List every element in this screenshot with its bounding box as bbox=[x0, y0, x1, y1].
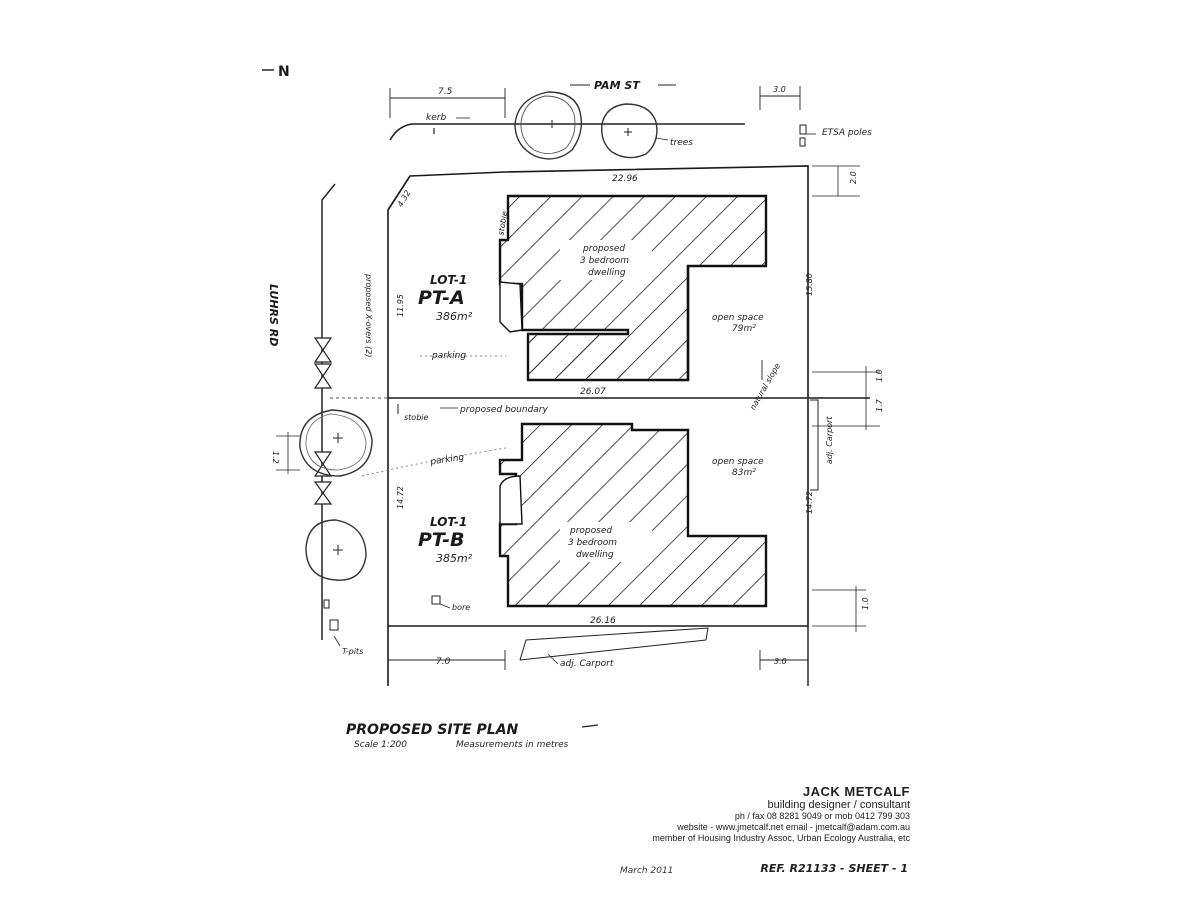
lot-b-left-dimension: 14.72 bbox=[396, 486, 405, 509]
lot-b-area: 385m² bbox=[436, 552, 473, 565]
lot-b-name: PT-B bbox=[418, 529, 464, 551]
right-gap-top-dimension: 2.0 bbox=[812, 165, 860, 197]
adj-carport-bottom: adj. Carport bbox=[519, 627, 709, 669]
designer-role: building designer / consultant bbox=[767, 799, 910, 811]
plan-scale: Scale 1:200 bbox=[354, 740, 407, 750]
top-setback-text: 7.5 bbox=[438, 87, 453, 97]
right-mid-dimensions: 1.0 1.7 bbox=[812, 366, 884, 430]
bottom-width-dimension: 26.16 bbox=[590, 616, 616, 626]
adj-carport-right: adj. Carport bbox=[810, 399, 834, 491]
street-trees: trees bbox=[514, 91, 693, 160]
top-width-dimension: 22.96 bbox=[612, 174, 638, 184]
natural-slope-label: natural slope bbox=[748, 362, 782, 412]
lot-a-label: LOT-1 PT-A 386m² open space 79m² parking… bbox=[396, 273, 814, 361]
bore: bore bbox=[431, 595, 470, 612]
proposed-boundary: 26.07 proposed boundary stobie bbox=[330, 387, 870, 422]
plan-title-block: PROPOSED SITE PLAN Scale 1:200 Measureme… bbox=[346, 722, 599, 750]
etsa-label: ETSA poles bbox=[822, 128, 872, 138]
lot-b-right-dimension: 14.72 bbox=[805, 491, 814, 514]
t-pits-label: T-pits bbox=[342, 647, 363, 656]
bore-label: bore bbox=[452, 603, 470, 612]
lot-a-dwelling-line1: proposed bbox=[582, 244, 625, 254]
stobie-top-label: stobie bbox=[496, 210, 509, 236]
plan-title: PROPOSED SITE PLAN bbox=[346, 722, 519, 738]
corner-cut-dimension: 4.32 bbox=[396, 189, 413, 209]
top-setback-dimension: 7.5 3.0 bbox=[389, 85, 801, 118]
kerb-line: kerb bbox=[389, 113, 745, 141]
lot-a-right-dimension: 15.80 bbox=[805, 273, 814, 296]
drawing-reference: REF. R21133 - SHEET - 1 bbox=[760, 862, 908, 875]
adj-carport-right-label: adj. Carport bbox=[825, 416, 834, 464]
mid-width-dimension: 26.07 bbox=[580, 387, 606, 397]
lot-a-lot: LOT-1 bbox=[430, 273, 467, 287]
crossover-markers bbox=[313, 337, 333, 505]
t-pits: T-pits bbox=[323, 599, 363, 656]
luhrs-rd: LUHRS RD proposed X-overs (2) bbox=[267, 183, 373, 640]
north-label: N bbox=[278, 64, 290, 80]
lot-b-lot: LOT-1 bbox=[430, 515, 467, 529]
lot-b-dwelling-line2: 3 bedroom bbox=[568, 538, 617, 548]
designer-membership: member of Housing Industry Assoc, Urban … bbox=[652, 833, 910, 843]
lot-a-open-space: open space bbox=[712, 313, 764, 323]
left-gap-text: 1.2 bbox=[271, 451, 280, 464]
bottom-right-text: 3.0 bbox=[774, 657, 787, 666]
etsa-poles: ETSA poles bbox=[799, 124, 872, 147]
bottom-setback-dimensions: 7.0 3.0 bbox=[388, 650, 808, 670]
site-boundary bbox=[387, 165, 809, 686]
designer-name: JACK METCALF bbox=[802, 784, 910, 799]
lot-b-open-space: open space bbox=[712, 457, 764, 467]
proposed-boundary-label: proposed boundary bbox=[459, 405, 548, 415]
adj-carport-bottom-label: adj. Carport bbox=[560, 659, 614, 669]
drawing-date: March 2011 bbox=[620, 866, 674, 876]
right-gap-top-text: 2.0 bbox=[849, 171, 858, 184]
plan-units: Measurements in metres bbox=[456, 740, 569, 750]
lot-b-dwelling-line3: dwelling bbox=[576, 550, 614, 560]
designer-title-block: JACK METCALF building designer / consult… bbox=[652, 784, 910, 844]
designer-web: website - www.jmetcalf.net email - jmetc… bbox=[677, 822, 910, 832]
lot-b-dwelling: proposed 3 bedroom dwelling bbox=[498, 422, 768, 608]
north-marker: N bbox=[262, 64, 290, 80]
trees-label: trees bbox=[670, 138, 693, 148]
natural-slope-arrow: natural slope bbox=[748, 360, 782, 412]
bottom-right-gap-dimension: 1.0 bbox=[812, 586, 870, 632]
lot-b-parking: parking bbox=[429, 453, 465, 468]
kerb-label: kerb bbox=[426, 113, 446, 123]
pam-st-label: PAM ST bbox=[570, 79, 676, 92]
street-left-label: LUHRS RD bbox=[267, 284, 280, 346]
lot-a-left-dimension: 11.95 bbox=[396, 294, 405, 317]
left-gap-dimension: 1.2 bbox=[271, 432, 300, 474]
bottom-right-gap-text: 1.0 bbox=[861, 597, 870, 610]
designer-phone: ph / fax 08 8281 9049 or mob 0412 799 30… bbox=[734, 811, 910, 821]
lot-a-name: PT-A bbox=[418, 287, 465, 309]
stobie-mid-label: stobie bbox=[404, 413, 429, 422]
xovers-label: proposed X-overs (2) bbox=[364, 273, 373, 357]
lot-a-area: 386m² bbox=[436, 310, 473, 323]
bottom-setback-text: 7.0 bbox=[436, 657, 451, 667]
lot-a-open-space-area: 79m² bbox=[732, 324, 756, 334]
lot-b-dwelling-line1: proposed bbox=[569, 526, 612, 536]
right-mid-b-text: 1.7 bbox=[875, 398, 884, 412]
stobie-top: stobie bbox=[496, 210, 509, 236]
lot-b-label: LOT-1 PT-B 385m² open space 83m² parking… bbox=[361, 447, 814, 565]
road-trees bbox=[299, 409, 373, 581]
lot-b-open-space-area: 83m² bbox=[732, 468, 756, 478]
street-top-label: PAM ST bbox=[594, 79, 641, 92]
lot-a-dwelling: proposed 3 bedroom dwelling bbox=[498, 194, 768, 382]
right-mid-a-text: 1.0 bbox=[875, 369, 884, 382]
lot-a-dwelling-line2: 3 bedroom bbox=[580, 256, 629, 266]
top-right-text: 3.0 bbox=[773, 85, 786, 94]
lot-a-dwelling-line3: dwelling bbox=[588, 268, 626, 278]
lot-a-parking: parking bbox=[431, 351, 466, 361]
